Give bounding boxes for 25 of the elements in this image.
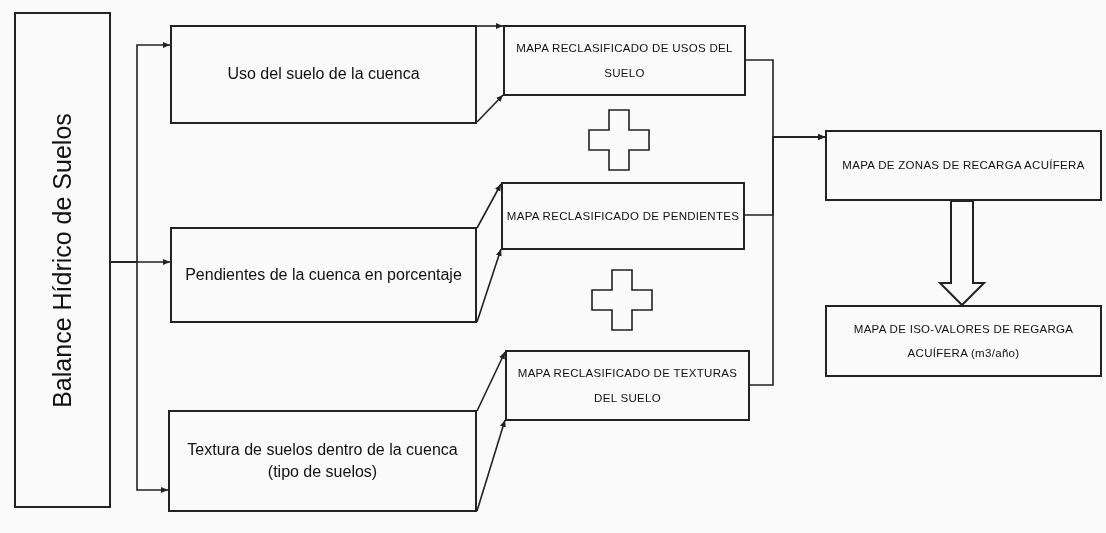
process-box — [825, 130, 1102, 201]
arrow — [476, 94, 504, 123]
box-text: Uso del suelo de la cuenca — [226, 64, 421, 85]
box-text: MAPA DE ISO-VALORES DE REGARGA ACUÍFERA (m3/año) — [852, 321, 1075, 361]
box-text: Pendientes de la cuenca en porcentaje — [184, 264, 463, 285]
process-box — [170, 227, 477, 323]
process-box — [168, 410, 477, 512]
arrow — [476, 23, 504, 29]
arrow — [110, 261, 169, 493]
box-text: MAPA DE ZONAS DE RECARGA ACUÍFERA — [841, 158, 1086, 174]
box-text: MAPA RECLASIFICADO DE TEXTURAS DEL SUELO — [516, 366, 739, 406]
box-text: MAPA RECLASIFICADO DE USOS DEL SUELO — [515, 41, 734, 81]
process-box — [170, 25, 477, 124]
title-box — [14, 12, 111, 508]
process-box — [503, 25, 746, 96]
vertical-title-text: Balance Hídrico de Suelos — [48, 112, 77, 408]
box-text: Textura de suelos dentro de la cuenca (tipo de suelos) — [186, 439, 459, 482]
box-text: MAPA RECLASIFICADO DE PENDIENTES — [505, 208, 741, 224]
process-box — [505, 350, 750, 421]
arrow — [749, 134, 826, 386]
block-arrow — [937, 200, 987, 307]
process-box — [501, 182, 745, 250]
process-box — [825, 305, 1102, 377]
arrow — [476, 183, 502, 229]
arrow — [476, 351, 506, 412]
